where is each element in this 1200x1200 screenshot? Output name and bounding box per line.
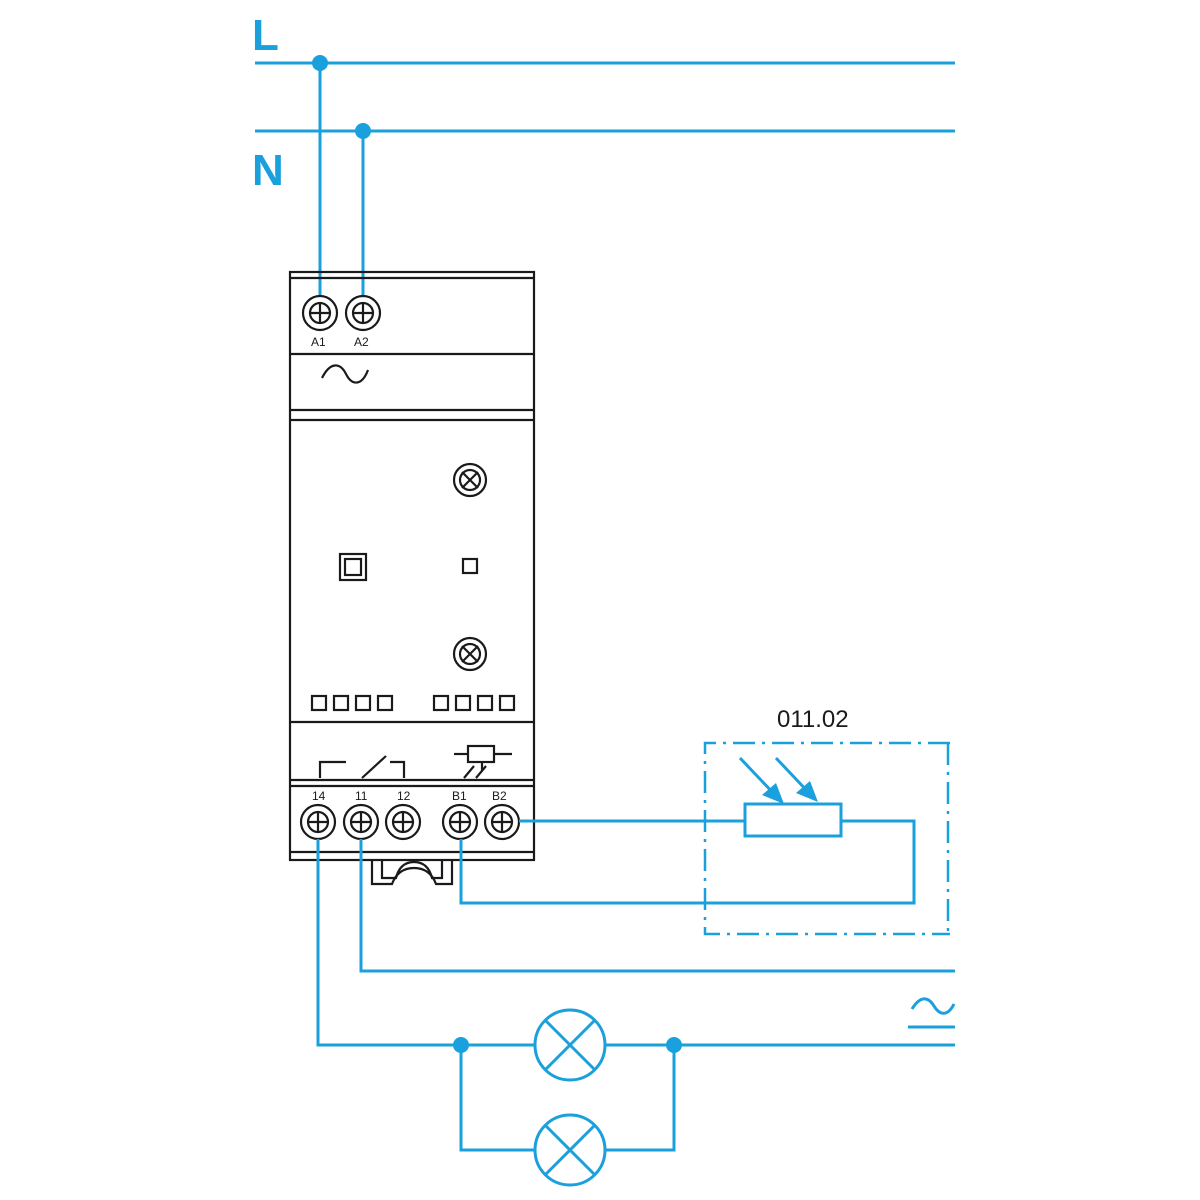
time-potentiometer[interactable] bbox=[452, 462, 488, 498]
wire-sensor-b1 bbox=[459, 819, 916, 905]
sensor-ref-label: 011.02 bbox=[777, 706, 849, 733]
wire-11-supply bbox=[359, 839, 955, 973]
line-label-l: L bbox=[252, 11, 279, 60]
wire-14-lamps bbox=[316, 839, 535, 1047]
terminal-b1 bbox=[441, 803, 479, 841]
ac-wave-icon bbox=[321, 364, 370, 384]
photoresistor bbox=[743, 802, 843, 838]
terminal-label-12: 12 bbox=[397, 789, 411, 803]
terminal-label-a2: A2 bbox=[354, 335, 369, 349]
line-label-n: N bbox=[252, 146, 284, 195]
terminal-14 bbox=[299, 803, 337, 841]
dip-switches[interactable] bbox=[310, 694, 516, 712]
wire-lamp2-right bbox=[605, 1045, 676, 1152]
load-circuit bbox=[316, 839, 956, 1187]
indicator-led bbox=[461, 557, 479, 575]
terminal-a2 bbox=[344, 294, 382, 332]
light-sensor: 011.02 bbox=[459, 706, 950, 936]
light-arrows bbox=[738, 756, 818, 804]
terminal-label-11: 11 bbox=[355, 789, 368, 803]
screw-terminal-icon bbox=[301, 294, 339, 332]
relay-contact-icon bbox=[318, 755, 406, 779]
sensor-enclosure bbox=[703, 741, 950, 936]
lux-potentiometer[interactable] bbox=[452, 636, 488, 672]
device-housing bbox=[288, 270, 536, 862]
relay-device: A1 A2 14 11 12 B1 B2 bbox=[288, 270, 536, 886]
photoresistor-icon bbox=[454, 744, 512, 779]
lamp-icon bbox=[533, 1008, 607, 1082]
lamp-2-icon bbox=[533, 1113, 607, 1187]
status-led bbox=[338, 552, 368, 582]
terminal-label-b2: B2 bbox=[492, 789, 507, 803]
terminal-label-14: 14 bbox=[312, 789, 326, 803]
terminal-label-a1: A1 bbox=[311, 335, 326, 349]
din-clip bbox=[370, 860, 454, 886]
terminal-12 bbox=[384, 803, 422, 841]
supply-ac-icon bbox=[910, 997, 956, 1015]
terminal-b2 bbox=[483, 803, 521, 841]
wire-lamp2-left bbox=[459, 1045, 535, 1152]
terminal-label-b1: B1 bbox=[452, 789, 467, 803]
supply-lines: L N bbox=[252, 11, 955, 313]
terminal-11 bbox=[342, 803, 380, 841]
